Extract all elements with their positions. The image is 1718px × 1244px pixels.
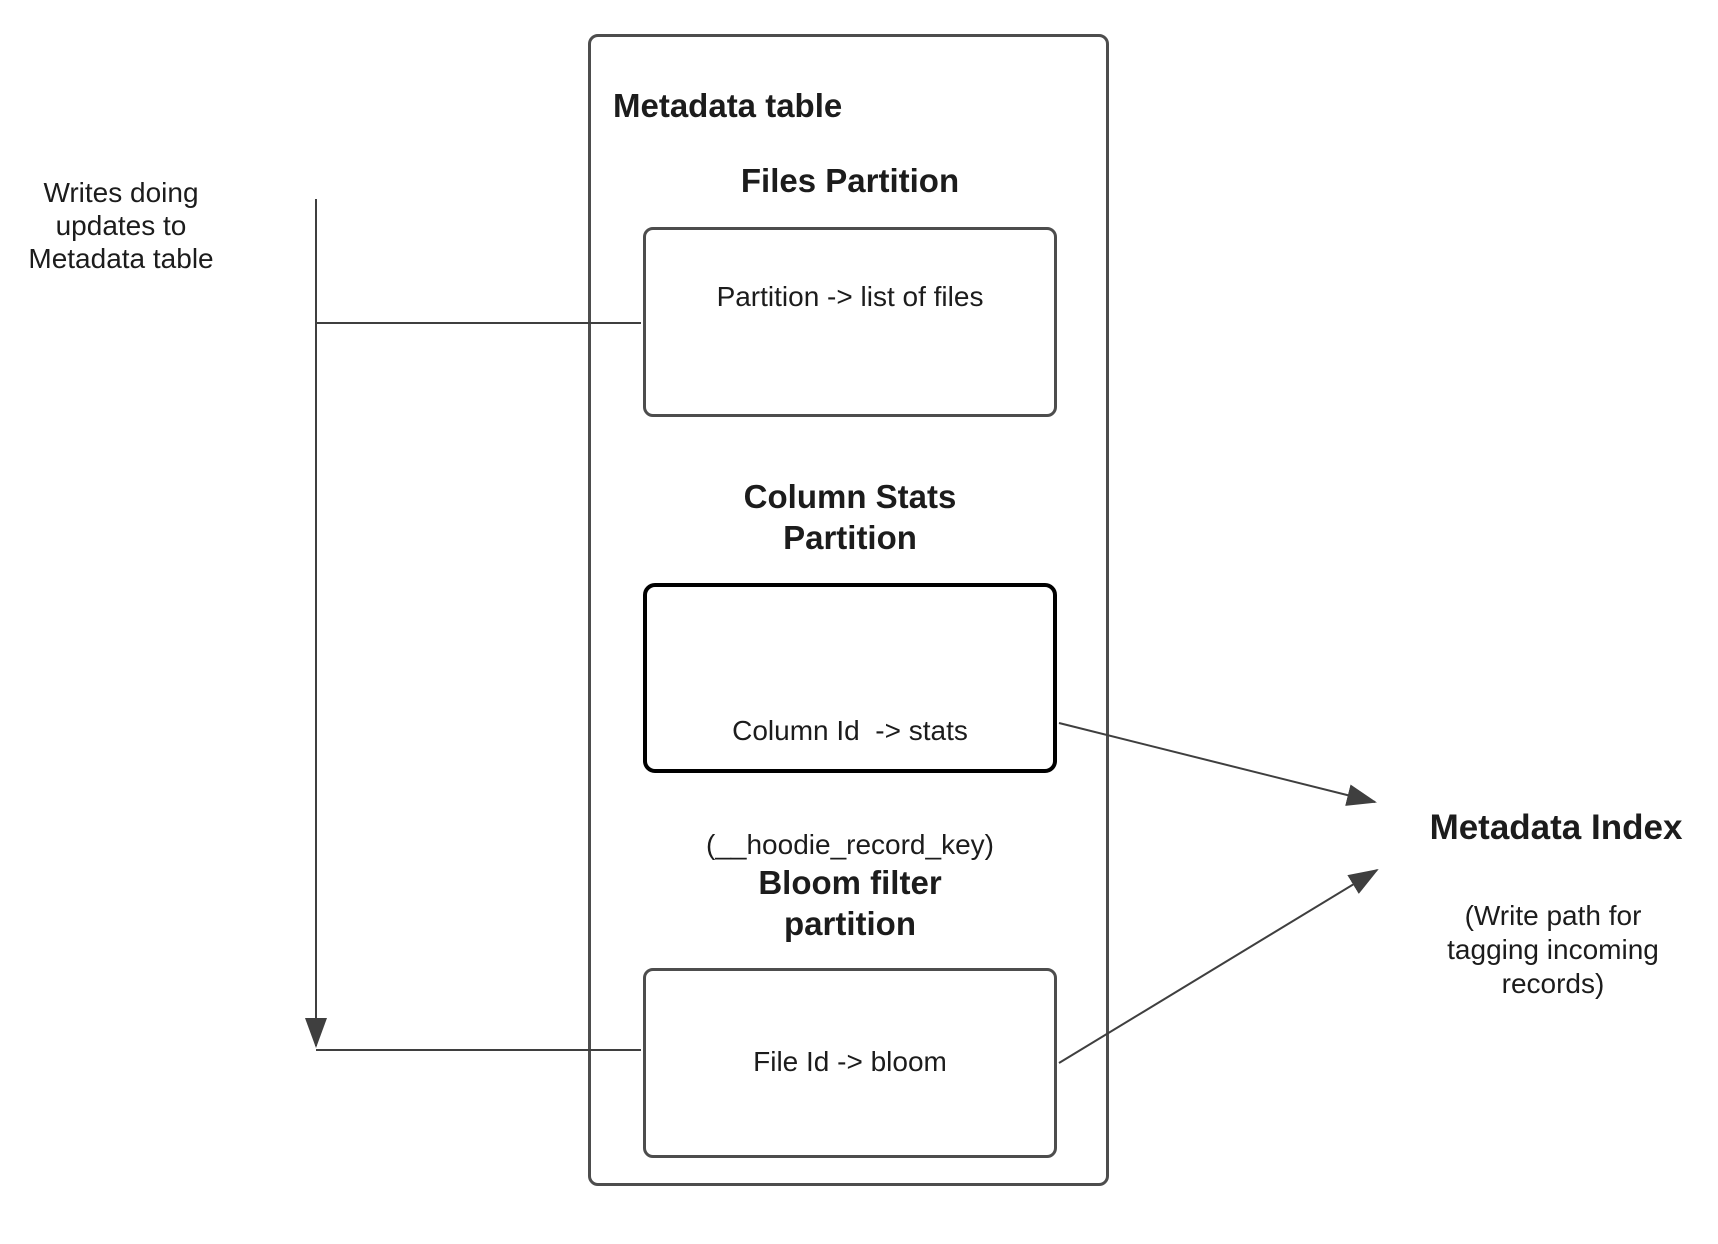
column-stats-heading-line: Column Stats bbox=[743, 478, 957, 515]
writes-note-line: updates to bbox=[55, 210, 187, 241]
bloom-filter-partition-body: File Id -> bloom bbox=[753, 1046, 947, 1077]
bloom-heading-line: partition bbox=[784, 905, 916, 942]
metadata-index-subtitle-line: tagging incoming bbox=[1447, 934, 1659, 965]
bloom-heading-line: Bloom filter bbox=[758, 864, 942, 901]
metadata-table-box bbox=[588, 34, 1109, 1186]
metadata-index-subtitle-line: (Write path for bbox=[1464, 900, 1642, 931]
column-stats-partition-box bbox=[643, 583, 1057, 773]
files-partition-heading: Files Partition bbox=[740, 162, 960, 199]
files-partition-body: Partition -> list of files bbox=[716, 281, 984, 312]
metadata-index-subtitle: (Write path for tagging incoming records… bbox=[1400, 899, 1706, 1001]
writes-note-line: Metadata table bbox=[28, 243, 214, 274]
bloom-filter-partition-heading: Bloom filter partition bbox=[643, 862, 1057, 944]
bloom-filter-partition-box bbox=[643, 968, 1057, 1158]
metadata-index-subtitle-line: records) bbox=[1501, 968, 1605, 999]
writes-note: Writes doing updates to Metadata table bbox=[8, 176, 234, 275]
column-stats-body-line: Column Id -> stats bbox=[732, 715, 968, 746]
metadata-table-title: Metadata table bbox=[613, 87, 843, 124]
column-stats-partition-body: Column Id -> stats (__hoodie_record_key) bbox=[643, 636, 1057, 940]
files-partition-box bbox=[643, 227, 1057, 417]
column-stats-body-line: (__hoodie_record_key) bbox=[706, 829, 994, 860]
metadata-index-title: Metadata Index bbox=[1429, 808, 1683, 847]
writes-note-line: Writes doing bbox=[43, 177, 199, 208]
column-stats-heading-line: Partition bbox=[783, 519, 917, 556]
column-stats-partition-heading: Column Stats Partition bbox=[643, 476, 1057, 558]
